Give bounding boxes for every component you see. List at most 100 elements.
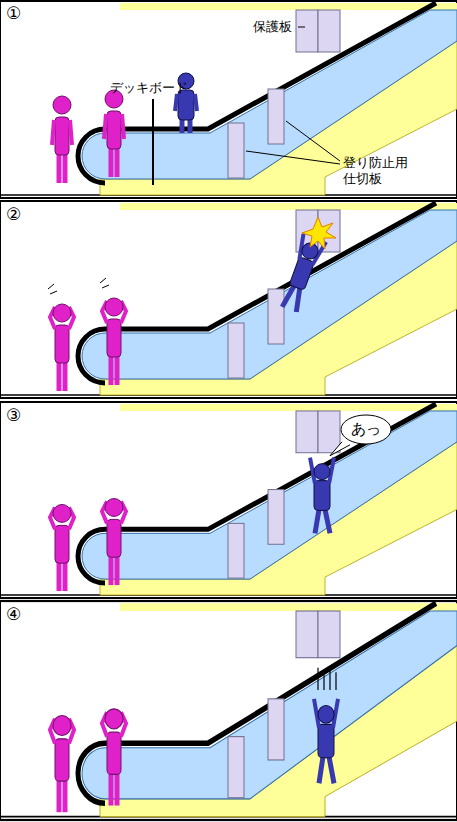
fall-lines <box>317 668 318 690</box>
panel <box>0 1 457 198</box>
person-arm <box>52 120 54 145</box>
person-leg <box>115 355 120 385</box>
leader-line <box>298 27 305 28</box>
person-body <box>107 111 121 149</box>
panel-number: ① <box>6 3 21 24</box>
person-leg <box>63 153 68 183</box>
person-leg <box>57 561 62 591</box>
child-body <box>289 257 314 291</box>
person-head <box>53 716 71 736</box>
child-leg <box>329 757 334 784</box>
person-head <box>53 96 71 114</box>
handrail <box>78 404 436 583</box>
handrail <box>78 603 436 803</box>
person-leg <box>115 147 120 177</box>
person-head <box>105 709 123 729</box>
escalator-steps <box>82 611 457 799</box>
protection-plate <box>296 411 318 453</box>
child-leg <box>315 509 319 533</box>
child-arm <box>175 94 177 111</box>
handrail <box>78 203 436 383</box>
person-leg <box>57 779 62 812</box>
climb-prevention-partition <box>268 89 284 144</box>
person-leg <box>109 355 114 385</box>
person-body <box>55 117 69 155</box>
part-label: 保護板 <box>253 19 292 35</box>
protection-plate <box>318 411 340 453</box>
climb-prevention-partition <box>228 123 244 178</box>
climb-prevention-partition <box>268 699 284 760</box>
child-head <box>318 705 334 723</box>
protection-plate <box>318 10 340 52</box>
protection-plate <box>296 611 318 658</box>
person-leg <box>63 779 68 812</box>
panel-frame <box>0 601 457 820</box>
child-arm <box>195 94 197 111</box>
climb-prevention-partition <box>228 323 244 378</box>
climb-prevention-partition <box>228 737 244 798</box>
child-body <box>318 724 334 757</box>
panel <box>0 601 457 820</box>
person-leg <box>57 361 62 391</box>
protection-plate <box>318 611 340 658</box>
child-leg <box>319 757 323 784</box>
person-body <box>55 739 69 781</box>
person-leg <box>63 361 68 391</box>
person-arm <box>122 114 124 139</box>
person-arm <box>104 114 106 139</box>
child-body <box>314 481 330 511</box>
speech-tail <box>330 442 350 456</box>
part-label: 登り防止用 仕切板 <box>343 155 421 188</box>
fall-lines <box>335 672 336 690</box>
speech-bubble: あっ <box>340 414 392 445</box>
person-leg <box>63 561 68 591</box>
person-body <box>107 519 121 557</box>
person-body <box>55 325 69 363</box>
ceiling <box>120 404 457 411</box>
person-leg <box>109 555 114 585</box>
person-body <box>55 525 69 563</box>
deck-board <box>152 99 154 185</box>
panel <box>0 201 457 398</box>
person-leg <box>57 153 62 183</box>
person-leg <box>115 772 120 805</box>
escalator-steps <box>82 210 457 379</box>
part-label: デッキボード <box>110 80 188 96</box>
fall-lines <box>329 668 330 690</box>
panel-number: ④ <box>6 604 21 625</box>
climb-prevention-partition <box>228 523 244 578</box>
panel-frame <box>0 1 457 198</box>
person-arm <box>70 120 72 145</box>
protection-plate <box>296 10 318 52</box>
person-head <box>105 298 123 316</box>
child-leg <box>282 284 294 308</box>
panel-number: ③ <box>6 405 21 426</box>
person-body <box>107 319 121 357</box>
person-leg <box>115 555 120 585</box>
ceiling <box>120 3 457 10</box>
alarm-marks <box>48 278 109 294</box>
climb-prevention-partition <box>268 289 284 344</box>
child-head <box>314 464 330 480</box>
ceiling <box>120 603 457 611</box>
child-head <box>300 241 321 262</box>
person-body <box>107 732 121 774</box>
panel-frame <box>0 402 457 598</box>
child <box>278 234 327 314</box>
panel-number: ② <box>6 204 21 225</box>
person-head <box>105 499 123 517</box>
panel-frame <box>0 201 457 398</box>
person-head <box>53 504 71 522</box>
fall-lines <box>323 672 324 690</box>
person-leg <box>109 147 114 177</box>
climb-prevention-partition <box>268 490 284 545</box>
escalator-steps <box>82 411 457 579</box>
child-leg <box>325 509 330 533</box>
ceiling <box>120 203 457 210</box>
leader-line <box>246 151 340 164</box>
bubble-ellipse <box>341 415 391 444</box>
exclamation: あっ <box>351 420 381 439</box>
person-leg <box>109 772 114 805</box>
